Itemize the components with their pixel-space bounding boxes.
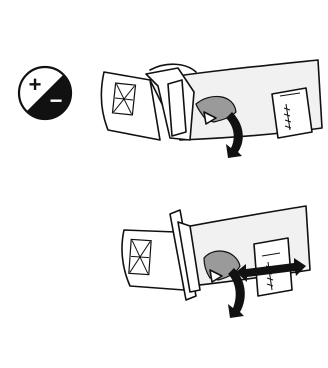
minus-sign: − [50, 88, 63, 113]
strap-step-2 [122, 206, 310, 318]
strap-step-1 [101, 60, 322, 158]
strap-end-tab [272, 88, 312, 138]
plus-sign: + [29, 72, 42, 97]
plus-minus-icon: + − [19, 67, 71, 119]
